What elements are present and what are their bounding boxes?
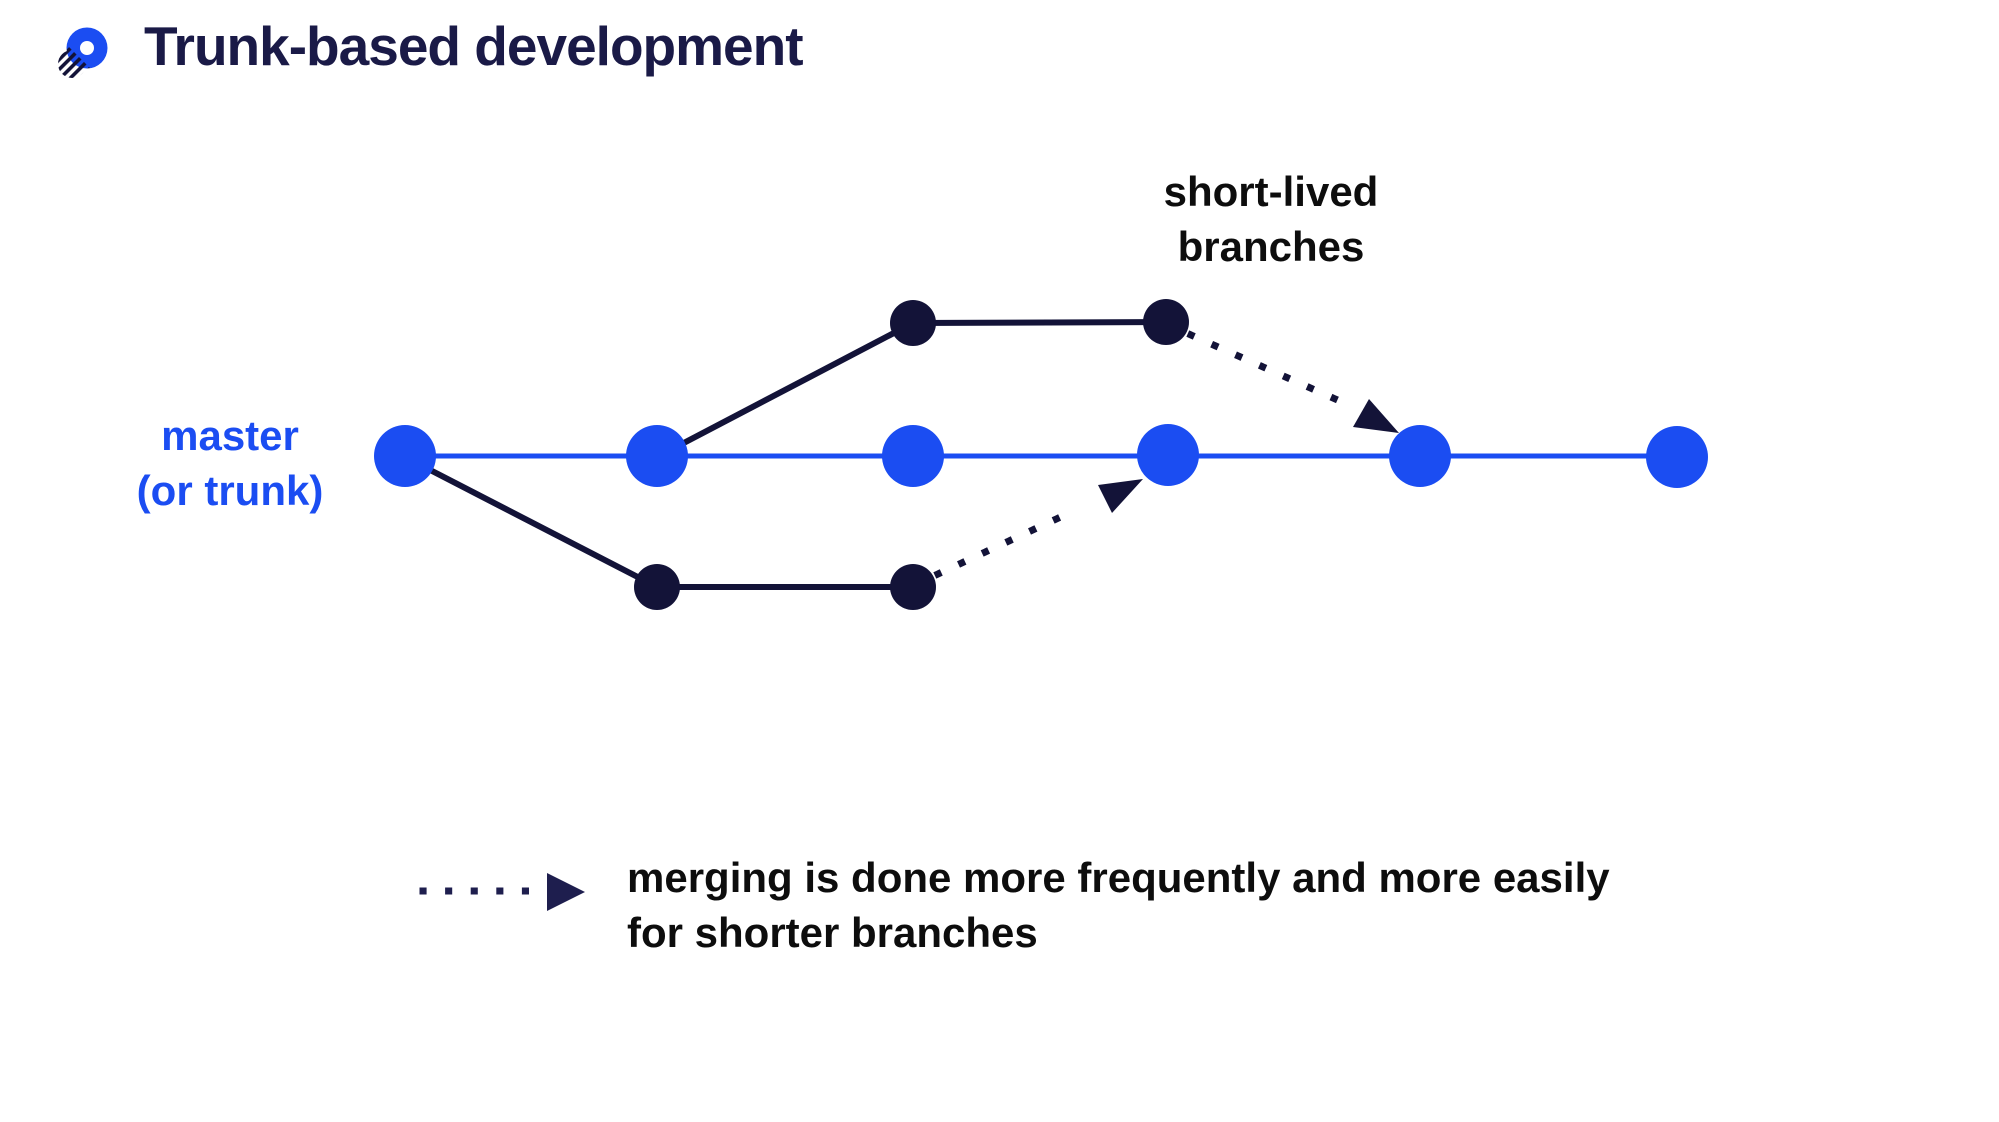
commit-node-lower-branch-2: [890, 564, 936, 610]
legend-caption-line2: for shorter branches: [627, 909, 1038, 956]
commit-node-lower-branch-1: [634, 564, 680, 610]
upper-branch-out-line: [655, 320, 915, 460]
page-title: Trunk-based development: [144, 15, 804, 77]
lower-merge-arrowhead-icon: [1098, 479, 1143, 513]
commit-node-master-2: [626, 425, 688, 487]
commit-node-master-1: [374, 425, 436, 487]
upper-merge-arrowhead-icon: [1353, 399, 1399, 433]
commit-node-master-5: [1389, 425, 1451, 487]
legend-caption-line1: merging is done more frequently and more…: [627, 854, 1610, 901]
commit-node-master-3: [882, 425, 944, 487]
short-lived-branches-label: short-lived branches: [1121, 164, 1421, 274]
upper-merge-dotted-line: [1186, 330, 1347, 407]
commit-node-master-6: [1646, 426, 1708, 488]
legend-arrowhead-icon: [547, 873, 585, 911]
short-lived-branches-label-line1: short-lived: [1163, 168, 1379, 215]
upper-branch-line: [912, 319, 1167, 326]
master-branch-label: master (or trunk): [80, 408, 380, 518]
legend-caption: merging is done more frequently and more…: [627, 850, 1610, 960]
lower-branch-out-line: [403, 454, 659, 590]
master-branch-label-line1: master: [161, 412, 299, 459]
lower-merge-dotted-line: [933, 503, 1085, 579]
commit-node-upper-branch-1: [890, 300, 936, 346]
logo-ring: [54, 26, 110, 82]
short-lived-branches-label-line2: branches: [1177, 223, 1365, 270]
master-branch-label-line2: (or trunk): [136, 467, 324, 514]
commit-node-master-4: [1137, 424, 1199, 486]
commit-node-upper-branch-2: [1143, 299, 1189, 345]
comet-logo-icon: [54, 26, 110, 82]
